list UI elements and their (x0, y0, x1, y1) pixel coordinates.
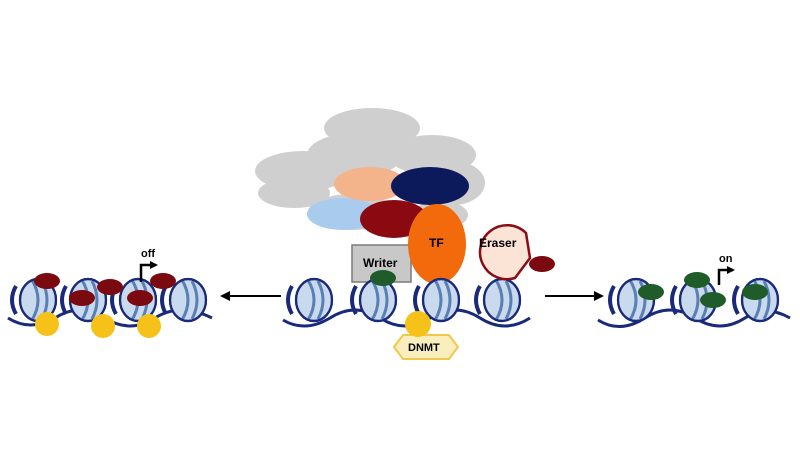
repressive-mark (127, 290, 153, 306)
off-label: off (141, 248, 155, 260)
promoter-arrow-off (139, 261, 158, 282)
dnmt-label: DNMT (408, 342, 440, 354)
active-chromatin: on (597, 253, 791, 328)
promoter-arrow-on (717, 266, 735, 285)
eraser-shape (478, 223, 532, 281)
dna-strand-center (282, 308, 531, 328)
dna-methylation (137, 314, 161, 338)
repressive-mark (34, 273, 60, 289)
eraser-label: Eraser (479, 236, 517, 250)
writer-label: Writer (363, 256, 398, 270)
nucleosome (286, 277, 334, 323)
active-mark (700, 292, 726, 308)
nucleosome (474, 277, 522, 323)
active-mark (370, 270, 396, 286)
active-mark (684, 272, 710, 288)
dna-methylation (405, 311, 431, 337)
repressive-mark-removed (529, 256, 555, 272)
nucleosome (350, 277, 398, 323)
repressive-mark (69, 290, 95, 306)
active-mark (638, 284, 664, 300)
silenced-chromatin: off (7, 248, 213, 338)
repressive-mark (150, 273, 176, 289)
regulatory-complex: Writer TF Eraser DNMT (255, 108, 555, 360)
repressive-mark (97, 279, 123, 295)
on-label: on (719, 253, 733, 265)
dnmt-hexagon (392, 334, 460, 360)
transcription-factor (408, 204, 466, 284)
active-mark (742, 284, 768, 300)
dna-methylation (35, 312, 59, 336)
dna-methylation (91, 314, 115, 338)
complex-subunit-navy (391, 167, 469, 205)
complex-subunit-peach (334, 167, 406, 201)
tf-label: TF (429, 236, 444, 250)
